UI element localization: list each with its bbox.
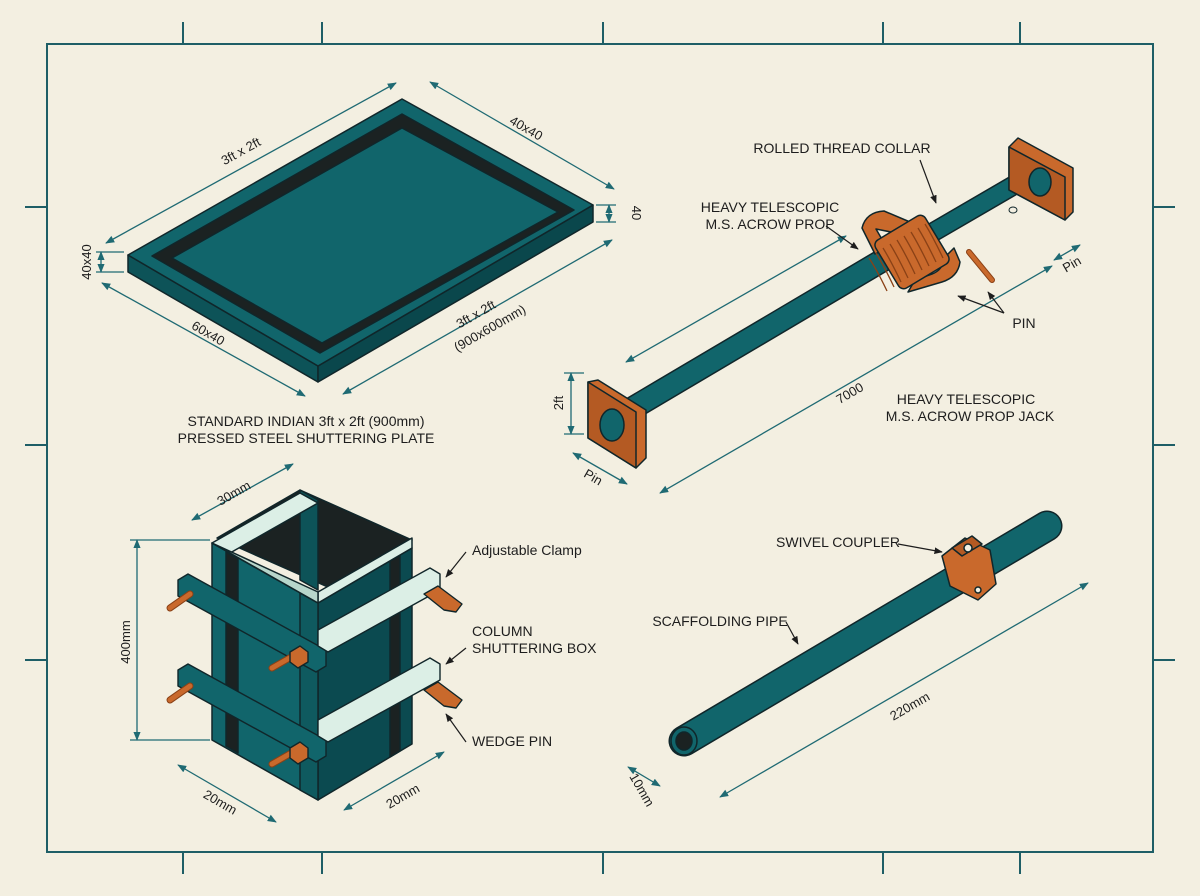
dim-plate-bottom-left xyxy=(101,282,306,397)
prop-label-line2: M.S. ACROW PROP xyxy=(705,216,834,232)
dim-plate-top-right xyxy=(429,81,615,190)
prop-top-plate xyxy=(1008,137,1074,221)
column-dimensions xyxy=(130,463,445,823)
prop-label-jack-line1: HEAVY TELESCOPIC xyxy=(897,391,1036,407)
column-dim-bottom-left: 20mm xyxy=(201,787,240,818)
dim-column-bottom-right xyxy=(343,751,445,811)
shuttering-plate-drawing xyxy=(127,98,594,383)
pipe-body xyxy=(670,512,1061,755)
plate-dim-top-right: 40x40 xyxy=(507,113,545,144)
column-dim-height: 400mm xyxy=(118,620,133,663)
plate-dim-left-edge: 40x40 xyxy=(79,244,94,279)
column-inner-left xyxy=(299,489,319,591)
pipe-leaders xyxy=(785,543,943,645)
dim-prop-length xyxy=(659,265,1053,494)
prop-pin-hole xyxy=(1008,206,1018,214)
dim-pipe-length xyxy=(719,582,1089,798)
prop-collar xyxy=(861,210,995,293)
pipe-label-pipe: SCAFFOLDING PIPE xyxy=(652,613,787,629)
prop-label-jack-line2: M.S. ACROW PROP JACK xyxy=(886,408,1055,424)
column-top-rim-left xyxy=(211,542,319,604)
prop-base-plate xyxy=(587,379,647,469)
prop-leaders xyxy=(825,159,1005,314)
plate-dim-right-edge: 40 xyxy=(629,206,644,220)
dim-prop-pin-bottom xyxy=(572,452,628,485)
column-label-clamp: Adjustable Clamp xyxy=(472,542,582,558)
column-label-box-line2: SHUTTERING BOX xyxy=(472,640,597,656)
clamp-upper-left xyxy=(177,573,327,673)
column-dim-bottom-right: 20mm xyxy=(383,781,422,812)
prop-label-pin: PIN xyxy=(1012,315,1035,331)
column-dim-top: 30mm xyxy=(214,478,253,509)
prop-dim-base-height: 2ft xyxy=(551,395,566,410)
sheet-frame xyxy=(25,22,1175,874)
clamp-lower-left xyxy=(177,663,327,763)
column-label-wedge: WEDGE PIN xyxy=(472,733,552,749)
dim-plate-bottom-right xyxy=(342,239,613,395)
column-leaders xyxy=(445,551,467,743)
dim-column-top xyxy=(191,463,294,521)
clamp-lower-right xyxy=(317,657,441,743)
plate-dim-top-left: 3ft x 2ft xyxy=(219,134,264,168)
wedge-pin-lower xyxy=(423,681,463,709)
pipe-label-coupler: SWIVEL COUPLER xyxy=(776,534,900,550)
pipe-dim-diameter: 10mm xyxy=(626,770,657,809)
prop-dim-pin-top: Pin xyxy=(1060,253,1084,275)
dim-plate-top-left xyxy=(105,82,397,244)
plate-caption-line2: PRESSED STEEL SHUTTERING PLATE xyxy=(178,430,435,446)
column-label-box-line1: COLUMN xyxy=(472,623,533,639)
dim-prop-pin-top xyxy=(1053,244,1081,261)
column-corner-strip xyxy=(299,592,319,801)
dim-column-bottom-left xyxy=(177,764,277,823)
column-clamps xyxy=(166,567,463,768)
wedge-pin-upper xyxy=(423,585,463,613)
pipe-dim-length: 220mm xyxy=(887,689,932,724)
pipe-bore xyxy=(675,731,693,751)
prop-dimensions xyxy=(564,235,1081,494)
dim-pipe-diameter xyxy=(627,766,661,787)
pipe-dimensions xyxy=(627,582,1089,798)
prop-label-collar: ROLLED THREAD COLLAR xyxy=(753,140,930,156)
prop-dim-length: 7000 xyxy=(833,379,866,406)
prop-label-line1: HEAVY TELESCOPIC xyxy=(701,199,840,215)
column-left-stiffener xyxy=(225,551,239,754)
plate-caption-line1: STANDARD INDIAN 3ft x 2ft (900mm) xyxy=(187,413,424,429)
plate-dimensions xyxy=(96,81,616,397)
scaffolding-pipe-drawing xyxy=(668,510,1063,757)
